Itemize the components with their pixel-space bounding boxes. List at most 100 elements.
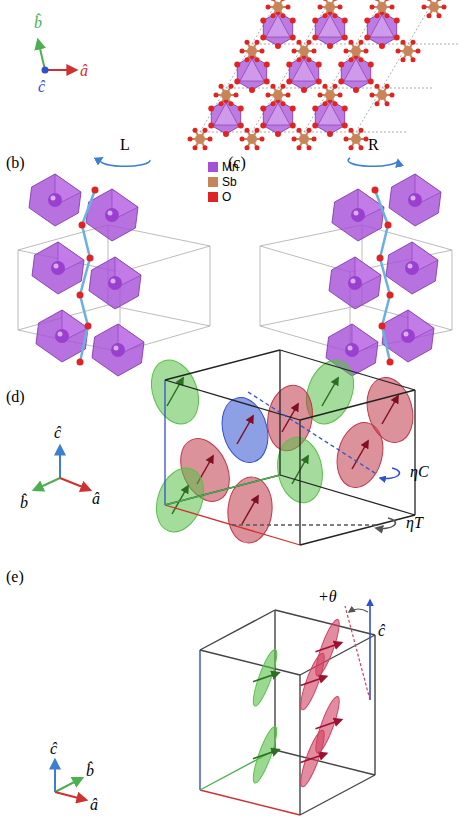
drawing-stroke — [318, 5, 323, 10]
sb-atom — [377, 2, 387, 12]
drawing-stroke — [234, 93, 239, 98]
drawing-stroke — [260, 305, 362, 326]
drawing-stroke — [375, 13, 380, 18]
sb-atom — [299, 46, 309, 56]
drawing-stroke — [260, 49, 265, 54]
drawing-stroke — [411, 196, 416, 201]
drawing-stroke — [307, 57, 312, 62]
drawing-stroke — [260, 246, 261, 326]
drawing-stroke — [255, 40, 260, 45]
drawing-stroke — [318, 15, 342, 37]
drawing-stroke — [266, 15, 290, 37]
drawing-stroke — [297, 145, 302, 150]
drawing-stroke — [396, 49, 401, 54]
drawing-stroke — [323, 13, 328, 18]
drawing-stroke — [165, 475, 280, 505]
o-atom — [385, 222, 392, 229]
axis-label: b̂ — [34, 14, 42, 32]
axis-label: ĉ — [54, 424, 61, 442]
drawing-stroke — [370, 5, 375, 10]
drawing-stroke — [390, 5, 395, 10]
axis-label: b̂ — [86, 762, 94, 780]
drawing-stroke — [245, 145, 250, 150]
mn-octahedron — [289, 56, 318, 90]
o-atom — [290, 123, 296, 129]
sb-atom — [325, 90, 335, 100]
mn-octahedron — [263, 100, 292, 134]
mn-atom — [405, 261, 419, 275]
drawing-stroke — [299, 675, 300, 815]
drawing-stroke — [323, 0, 328, 1]
spin-disc — [312, 618, 344, 678]
mn-octahedron — [341, 56, 370, 90]
sb-atom — [325, 2, 335, 12]
legend-swatch — [208, 177, 218, 187]
drawing-stroke — [312, 137, 317, 142]
drawing-stroke — [333, 101, 338, 106]
o-atom — [312, 35, 318, 41]
drawing-stroke — [301, 677, 327, 686]
spin-disc — [249, 648, 281, 708]
drawing-stroke — [349, 145, 354, 150]
drawing-stroke — [281, 84, 286, 89]
o-atom — [312, 18, 318, 24]
helix-line — [80, 190, 95, 362]
mn-atom — [408, 193, 422, 207]
drawing-stroke — [401, 40, 406, 45]
spin-planes — [200, 600, 375, 815]
o-atom — [260, 35, 266, 41]
drawing-stroke — [348, 346, 353, 351]
mn-atom — [51, 261, 65, 275]
sb-atom — [299, 134, 309, 144]
drawing-stroke — [375, 84, 380, 89]
drawing-stroke — [344, 137, 349, 142]
o-atom — [208, 106, 214, 112]
drawing-stroke — [364, 137, 369, 142]
mn-octahedron — [211, 100, 240, 134]
drawing-stroke — [297, 128, 302, 133]
mn-octahedron — [29, 174, 81, 226]
axis-label: ηT — [406, 514, 423, 532]
drawing-stroke — [271, 13, 276, 18]
o-atom — [223, 131, 229, 137]
drawing-stroke — [281, 101, 286, 106]
drawing-stroke — [323, 84, 328, 89]
drawing-stroke — [286, 93, 291, 98]
mn-atom — [351, 208, 365, 222]
o-atom — [260, 123, 266, 129]
sb-atom — [351, 46, 361, 56]
o-atom — [234, 62, 240, 68]
mn-atom — [55, 329, 69, 343]
drawing-stroke — [245, 57, 250, 62]
drawing-stroke — [188, 137, 193, 142]
o-atom — [87, 255, 94, 262]
o-atom — [260, 18, 266, 24]
legend-swatch — [208, 162, 218, 172]
drawing-stroke — [108, 211, 113, 216]
drawing-stroke — [255, 57, 260, 62]
axis-label: R — [368, 136, 379, 154]
drawing-stroke — [281, 13, 286, 18]
mn-octahedron — [315, 12, 344, 46]
drawing-stroke — [297, 40, 302, 45]
drawing-stroke — [427, 13, 432, 18]
drawing-stroke — [200, 650, 300, 675]
rotation-arrow — [380, 468, 399, 479]
mn-atom — [401, 329, 415, 343]
drawing-stroke — [167, 378, 183, 406]
drawing-stroke — [382, 396, 398, 424]
drawing-stroke — [253, 750, 279, 759]
drawing-stroke — [414, 390, 415, 515]
mn-octahedron — [263, 12, 292, 46]
o-atom — [364, 35, 370, 41]
o-atom — [301, 87, 307, 93]
drawing-stroke — [385, 0, 390, 1]
drawing-stroke — [245, 40, 250, 45]
o-atom — [316, 62, 322, 68]
drawing-stroke — [452, 250, 453, 330]
legend-text: O — [222, 190, 231, 204]
drawing-stroke — [203, 128, 208, 133]
sb-atom — [273, 90, 283, 100]
drawing-stroke — [316, 643, 342, 652]
panel-label: (b) — [6, 154, 25, 172]
